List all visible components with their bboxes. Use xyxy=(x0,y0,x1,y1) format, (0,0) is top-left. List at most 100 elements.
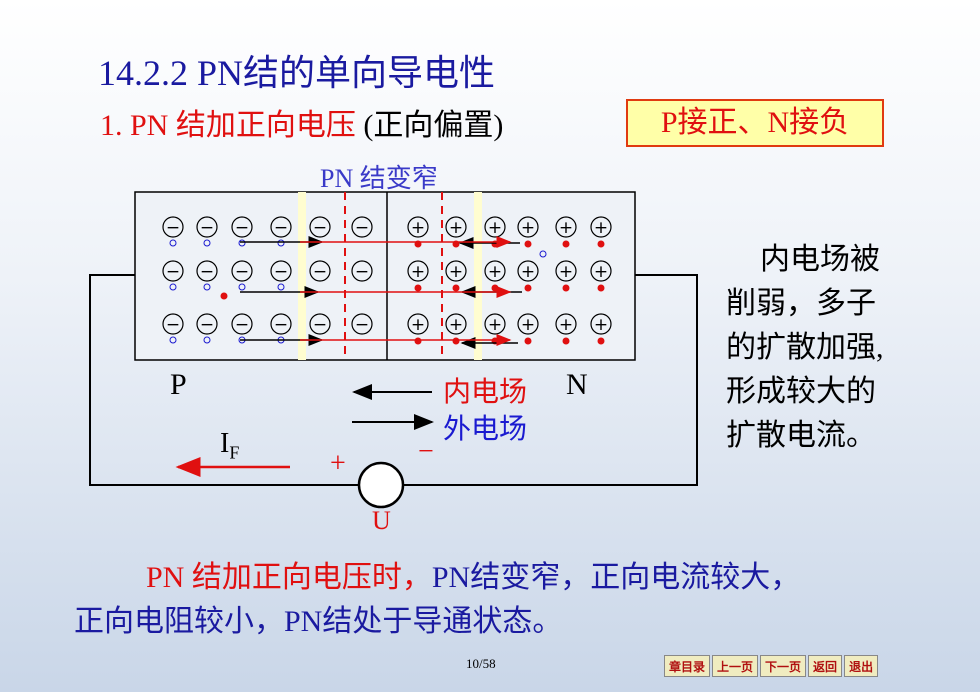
electron xyxy=(597,240,605,248)
positive-ion-sign: + xyxy=(488,262,502,282)
outer-field-label: 外电场 xyxy=(443,414,528,445)
positive-ion-sign: + xyxy=(488,218,502,238)
hole xyxy=(238,283,246,291)
negative-ion xyxy=(162,313,184,335)
hole xyxy=(169,336,177,344)
inner-field-label: 内电场 xyxy=(443,377,528,408)
electron xyxy=(414,284,422,292)
n-region-label: N xyxy=(566,368,588,401)
electron xyxy=(491,284,499,292)
negative-ion-sign: − xyxy=(313,218,327,238)
side-text-line: 内电场被 xyxy=(760,243,880,276)
hole xyxy=(169,239,177,247)
nav-chapter-contents-button[interactable]: 章目录 xyxy=(664,655,711,677)
positive-ion xyxy=(555,313,577,335)
electron xyxy=(414,337,422,345)
nav-next-page-button[interactable]: 下一页 xyxy=(760,655,807,677)
hole xyxy=(238,239,246,247)
circuit-wire-left xyxy=(89,274,358,486)
positive-ion-sign: + xyxy=(411,262,425,282)
positive-ion-sign: + xyxy=(449,218,463,238)
positive-ion-sign: + xyxy=(521,315,535,335)
negative-ion xyxy=(270,216,292,238)
nav-back-button[interactable]: 返回 xyxy=(808,655,843,677)
side-text-line: 扩散电流。 xyxy=(726,419,876,452)
negative-ion-sign: − xyxy=(274,218,288,238)
narrow-label: PN 结变窄 xyxy=(320,164,438,193)
side-text-line: 的扩散加强, xyxy=(726,331,884,364)
positive-ion-sign: + xyxy=(594,315,608,335)
electron xyxy=(524,240,532,248)
negative-ion xyxy=(351,260,373,282)
electron xyxy=(524,284,532,292)
hole xyxy=(539,250,547,258)
current-subscript: F xyxy=(229,442,240,463)
negative-ion xyxy=(309,260,331,282)
current-symbol: I xyxy=(220,428,230,459)
positive-ion xyxy=(484,260,506,282)
negative-ion-sign: − xyxy=(355,262,369,282)
side-text-line: 削弱，多子 xyxy=(726,287,876,320)
positive-ion xyxy=(517,216,539,238)
negative-ion xyxy=(270,313,292,335)
negative-ion-sign: − xyxy=(235,218,249,238)
positive-ion-sign: + xyxy=(559,262,573,282)
hole xyxy=(277,239,285,247)
positive-ion-sign: + xyxy=(449,262,463,282)
electron xyxy=(452,337,460,345)
electron xyxy=(597,337,605,345)
subtitle-black-text: (正向偏置) xyxy=(355,109,504,142)
voltage-source xyxy=(357,461,405,509)
hole xyxy=(169,283,177,291)
page-number: 10/58 xyxy=(466,656,496,671)
negative-ion-sign: − xyxy=(355,218,369,238)
depletion-edge-right xyxy=(474,192,482,360)
positive-ion xyxy=(407,216,429,238)
depletion-edge-left xyxy=(298,192,306,360)
subtitle-red-text: PN 结加正向电压 xyxy=(122,109,356,142)
positive-ion-sign: + xyxy=(594,262,608,282)
negative-ion xyxy=(196,313,218,335)
p-region-label: P xyxy=(170,368,187,401)
circuit-wire-right xyxy=(404,274,698,486)
hole xyxy=(277,283,285,291)
negative-ion-sign: − xyxy=(166,262,180,282)
negative-ion-sign: − xyxy=(200,218,214,238)
positive-ion-sign: + xyxy=(488,315,502,335)
positive-ion xyxy=(445,216,467,238)
nav-bar: 章目录 上一页 下一页 返回 退出 xyxy=(664,655,880,677)
positive-ion-sign: + xyxy=(449,315,463,335)
positive-ion xyxy=(517,260,539,282)
side-text-line: 形成较大的 xyxy=(726,375,876,408)
positive-ion-sign: + xyxy=(594,218,608,238)
nav-prev-page-button[interactable]: 上一页 xyxy=(712,655,759,677)
nav-exit-button[interactable]: 退出 xyxy=(844,655,879,677)
negative-ion-sign: − xyxy=(274,262,288,282)
negative-ion xyxy=(196,260,218,282)
positive-ion xyxy=(590,260,612,282)
conclusion-text: PN 结加正向电压时，PN结变窄，正向电流较大， 正向电阻较小，PN结处于导通状… xyxy=(74,556,800,644)
electron xyxy=(597,284,605,292)
hole xyxy=(203,336,211,344)
hole xyxy=(203,283,211,291)
conclusion-line-2: 正向电阻较小，PN结处于导通状态。 xyxy=(74,605,563,638)
negative-ion xyxy=(270,260,292,282)
positive-ion xyxy=(484,313,506,335)
negative-ion-sign: − xyxy=(235,262,249,282)
slide-title: 14.2.2 PN结的单向导电性 xyxy=(98,53,496,93)
negative-ion xyxy=(351,313,373,335)
ion-grid: −−−−−−++++++−−−−−−++++++−−−−−−++++++ xyxy=(162,216,612,349)
conclusion-red: PN 结加正向电压时， xyxy=(146,561,432,594)
positive-ion-sign: + xyxy=(521,262,535,282)
hole xyxy=(203,239,211,247)
negative-ion xyxy=(231,216,253,238)
positive-ion xyxy=(407,313,429,335)
negative-ion-sign: − xyxy=(235,315,249,335)
negative-ion-sign: − xyxy=(166,218,180,238)
subtitle-number: 1. xyxy=(100,109,123,142)
negative-ion xyxy=(162,260,184,282)
forward-current-label: IF xyxy=(220,428,239,464)
negative-ion xyxy=(231,260,253,282)
positive-ion-sign: + xyxy=(411,315,425,335)
